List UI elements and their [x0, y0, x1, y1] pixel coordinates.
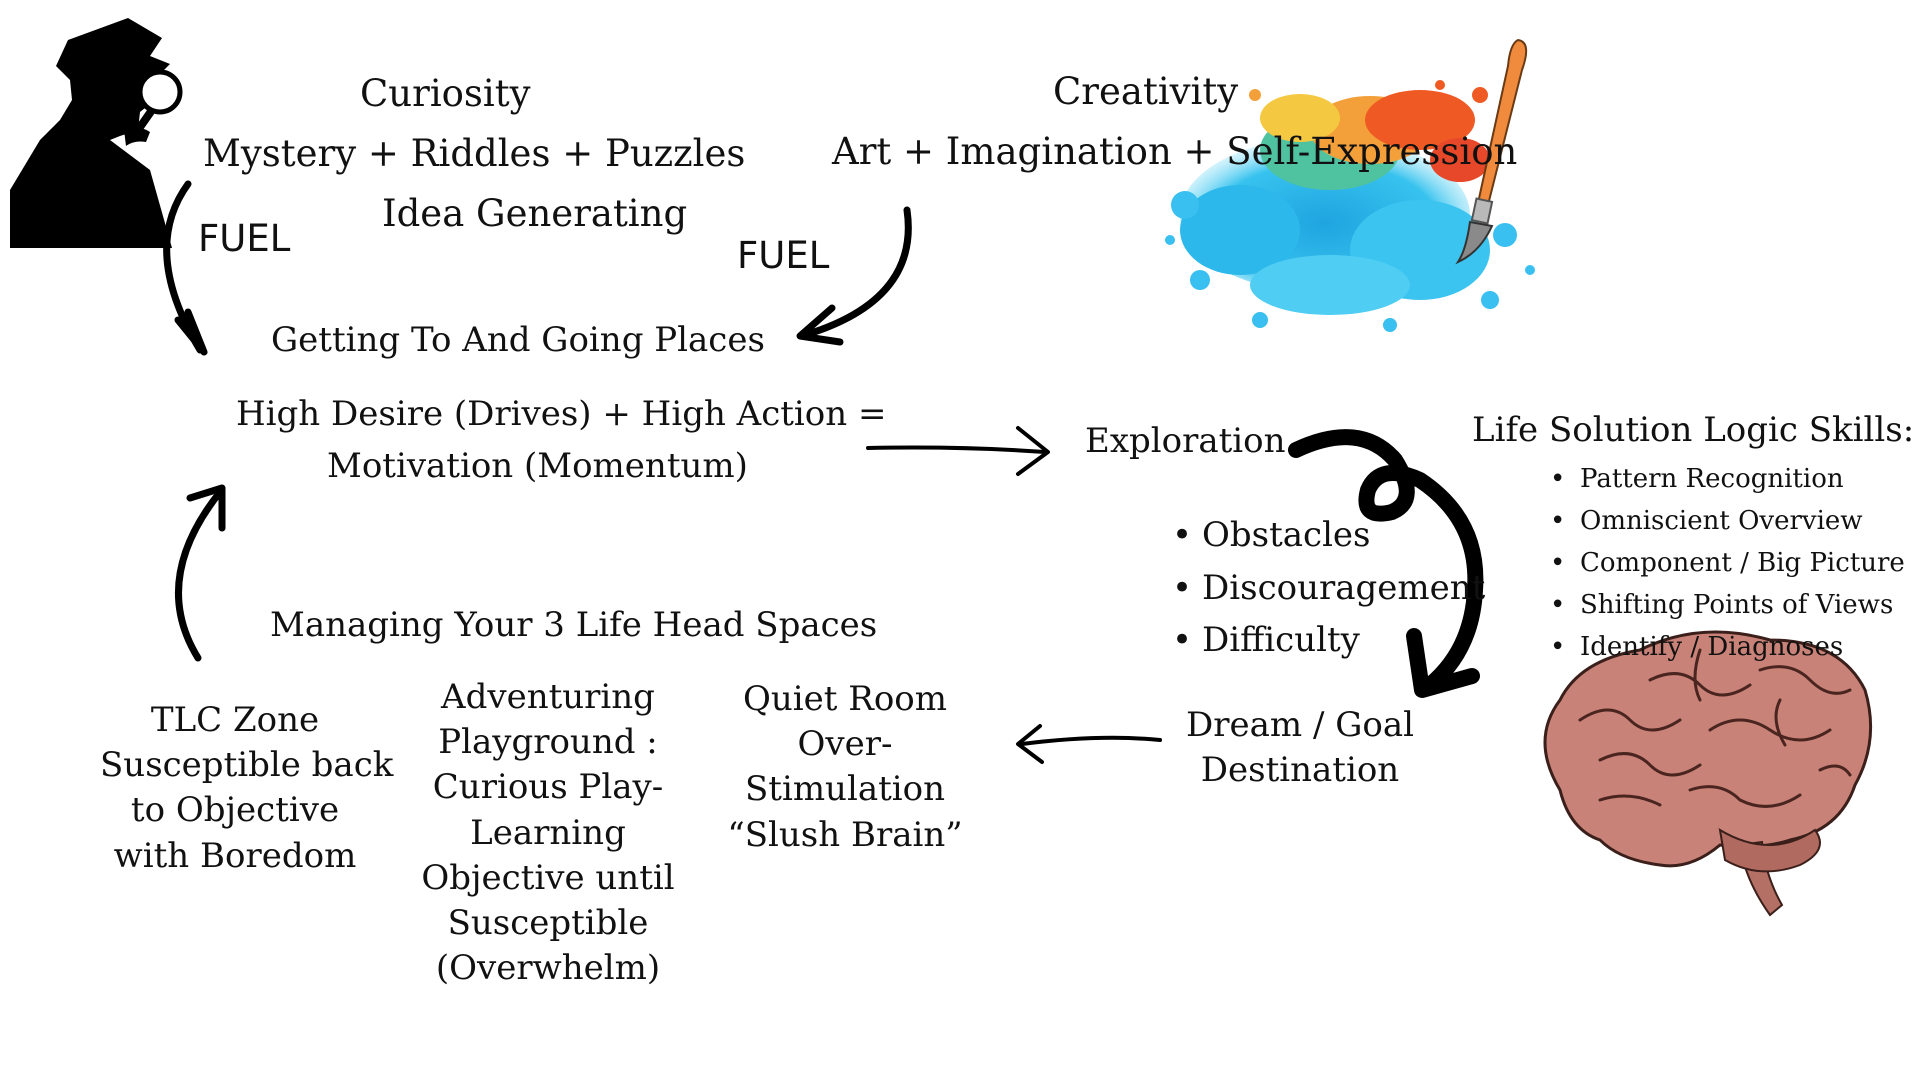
fuel-label-left: FUEL — [198, 217, 291, 260]
quiet-room-block: Quiet Room Over- Stimulation “Slush Brai… — [725, 677, 965, 858]
adventuring-line: (Overwhelm) — [435, 948, 661, 989]
tlc-line: with Boredom — [113, 835, 357, 876]
fuel-label-right: FUEL — [737, 234, 830, 277]
list-item: Identify / Diagnoses — [1546, 626, 1905, 668]
creativity-title: Creativity — [1053, 70, 1239, 113]
list-item: Obstacles — [1168, 509, 1485, 562]
fuel-arrow-left-head — [174, 308, 208, 356]
arrow-up-to-motivation — [175, 488, 224, 662]
adventuring-line: Objective until — [421, 857, 675, 898]
tlc-zone-block: TLC Zone Susceptible back to Objective w… — [100, 698, 394, 879]
list-item: Omniscient Overview — [1546, 500, 1905, 542]
logic-skills-title: Life Solution Logic Skills: — [1472, 410, 1915, 450]
list-item: Difficulty — [1168, 614, 1485, 667]
brain-icon — [1543, 630, 1873, 917]
arrow-to-quiet-room-head — [1016, 724, 1044, 764]
motivation-line1: High Desire (Drives) + High Action = — [236, 394, 887, 434]
obstacles-list: Obstacles Discouragement Difficulty — [1168, 509, 1485, 667]
exploration-label: Exploration — [1085, 421, 1286, 461]
tlc-line: to Objective — [130, 790, 340, 831]
fuel-arrow-right-head — [796, 304, 844, 346]
quiet-line: “Slush Brain” — [727, 814, 963, 855]
logic-skills-list: Pattern Recognition Omniscient Overview … — [1546, 458, 1905, 669]
arrow-up-to-motivation-head — [186, 484, 226, 532]
curiosity-line2: Idea Generating — [382, 192, 688, 235]
paintbrush-icon — [1455, 38, 1528, 265]
dream-line1: Dream / Goal — [1186, 705, 1414, 745]
adventuring-line: Susceptible — [447, 903, 649, 944]
adventuring-line: Learning — [470, 812, 626, 853]
list-item: Discouragement — [1168, 562, 1485, 615]
dream-line2: Destination — [1200, 750, 1400, 791]
tlc-line: TLC Zone — [150, 700, 320, 740]
quiet-line: Stimulation — [744, 769, 945, 810]
arrow-to-quiet-room — [1020, 735, 1162, 746]
fuel-arrow-right — [801, 206, 912, 339]
paint-splash-icon — [1165, 80, 1535, 332]
getting-places: Getting To And Going Places — [271, 320, 765, 360]
dream-goal-block: Dream / Goal Destination — [1180, 703, 1420, 793]
list-item: Pattern Recognition — [1546, 458, 1905, 500]
quiet-line: Over- — [797, 724, 893, 765]
tlc-line: Susceptible back — [100, 745, 394, 786]
adventuring-line: Playground : — [438, 722, 658, 763]
adventuring-line: Curious Play- — [432, 767, 664, 808]
arrow-to-exploration — [866, 445, 1047, 454]
quiet-line: Quiet Room — [742, 679, 948, 719]
arrow-to-exploration-head — [1016, 426, 1050, 476]
list-item: Shifting Points of Views — [1546, 584, 1905, 626]
curiosity-title: Curiosity — [360, 72, 531, 115]
detective-icon — [10, 18, 183, 248]
managing-head-spaces: Managing Your 3 Life Head Spaces — [270, 605, 878, 645]
creativity-line1: Art + Imagination + Self-Expression — [832, 130, 1518, 173]
list-item: Component / Big Picture — [1546, 542, 1905, 584]
curiosity-line1: Mystery + Riddles + Puzzles — [203, 132, 746, 175]
adventuring-block: Adventuring Playground : Curious Play- L… — [418, 675, 678, 992]
motivation-line2: Motivation (Momentum) — [327, 446, 748, 486]
adventuring-line: Adventuring — [441, 677, 655, 717]
